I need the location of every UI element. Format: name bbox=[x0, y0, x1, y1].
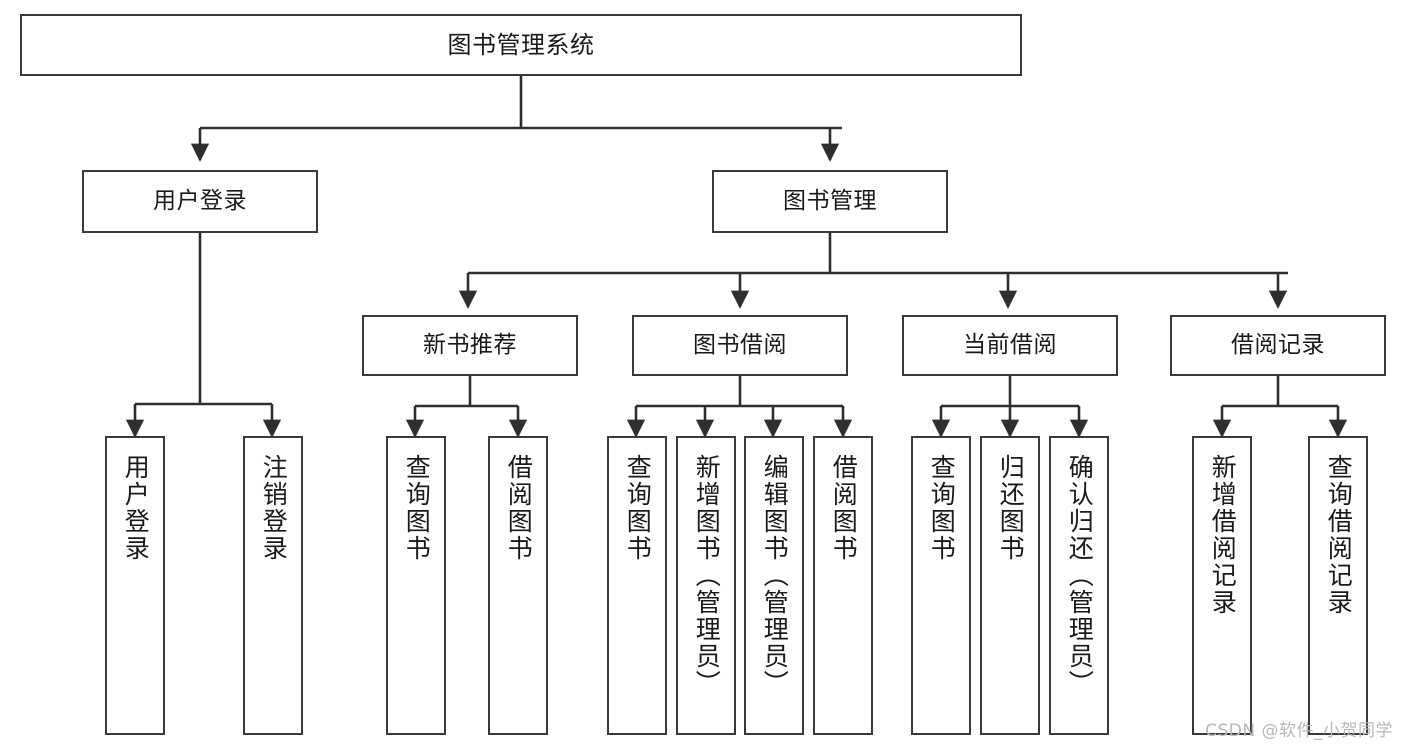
node-new-book-recommend[interactable]: 新书推荐 bbox=[362, 315, 578, 376]
leaf-add-record-label: 新增借阅记录 bbox=[1208, 454, 1238, 616]
leaf-logout-login-label: 注销登录 bbox=[259, 454, 289, 562]
node-book-management[interactable]: 图书管理 bbox=[712, 170, 948, 233]
leaf-query-record-label: 查询借阅记录 bbox=[1324, 454, 1354, 616]
node-current-borrow-label: 当前借阅 bbox=[963, 331, 1057, 358]
leaf-return-book[interactable]: 归还图书 bbox=[980, 436, 1040, 735]
leaf-query-book-1[interactable]: 查询图书 bbox=[386, 436, 446, 735]
leaf-borrow-book-1-label: 借阅图书 bbox=[504, 454, 534, 562]
node-book-borrow-label: 图书借阅 bbox=[693, 331, 787, 358]
leaf-confirm-return[interactable]: 确认归还（管理员） bbox=[1049, 436, 1109, 735]
leaf-query-book-2-label: 查询图书 bbox=[623, 454, 653, 562]
node-user-login-label: 用户登录 bbox=[153, 187, 247, 214]
leaf-add-record[interactable]: 新增借阅记录 bbox=[1192, 436, 1252, 735]
leaf-user-login-label: 用户登录 bbox=[121, 454, 151, 562]
node-user-login[interactable]: 用户登录 bbox=[82, 170, 318, 233]
node-book-management-label: 图书管理 bbox=[783, 187, 877, 214]
leaf-borrow-book-1[interactable]: 借阅图书 bbox=[488, 436, 548, 735]
leaf-return-book-label: 归还图书 bbox=[996, 454, 1026, 562]
node-new-book-recommend-label: 新书推荐 bbox=[423, 331, 517, 358]
node-root-label: 图书管理系统 bbox=[447, 30, 595, 59]
leaf-query-book-3[interactable]: 查询图书 bbox=[911, 436, 971, 735]
leaf-query-book-3-label: 查询图书 bbox=[927, 454, 957, 562]
leaf-confirm-return-label: 确认归还（管理员） bbox=[1065, 454, 1095, 697]
node-borrow-record-label: 借阅记录 bbox=[1231, 331, 1325, 358]
leaf-add-book[interactable]: 新增图书（管理员） bbox=[676, 436, 736, 735]
node-borrow-record[interactable]: 借阅记录 bbox=[1170, 315, 1386, 376]
node-current-borrow[interactable]: 当前借阅 bbox=[902, 315, 1118, 376]
leaf-borrow-book-2[interactable]: 借阅图书 bbox=[813, 436, 873, 735]
leaf-edit-book[interactable]: 编辑图书（管理员） bbox=[744, 436, 804, 735]
leaf-query-book-1-label: 查询图书 bbox=[402, 454, 432, 562]
leaf-borrow-book-2-label: 借阅图书 bbox=[829, 454, 859, 562]
leaf-logout-login[interactable]: 注销登录 bbox=[243, 436, 303, 735]
node-root[interactable]: 图书管理系统 bbox=[20, 14, 1022, 76]
leaf-add-book-label: 新增图书（管理员） bbox=[692, 454, 722, 697]
leaf-user-login[interactable]: 用户登录 bbox=[105, 436, 165, 735]
leaf-query-book-2[interactable]: 查询图书 bbox=[607, 436, 667, 735]
leaf-edit-book-label: 编辑图书（管理员） bbox=[760, 454, 790, 697]
watermark-text: CSDN @软件_小贺同学 bbox=[1205, 721, 1393, 741]
node-book-borrow[interactable]: 图书借阅 bbox=[632, 315, 848, 376]
leaf-query-record[interactable]: 查询借阅记录 bbox=[1308, 436, 1368, 735]
